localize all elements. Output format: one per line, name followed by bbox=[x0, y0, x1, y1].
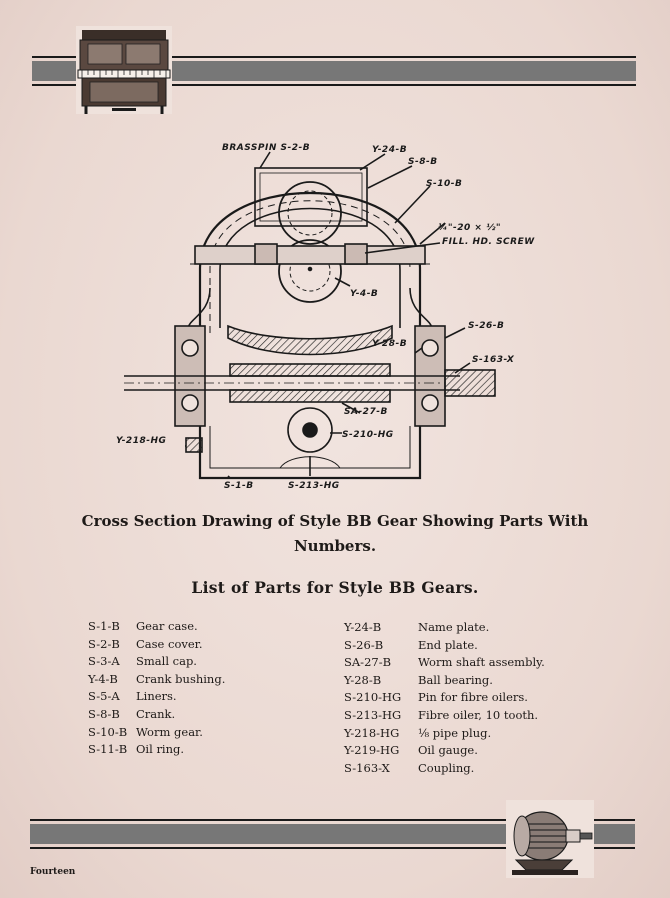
list-item: S-3-A Small cap. bbox=[88, 654, 225, 672]
part-name: Worm gear. bbox=[136, 724, 203, 739]
list-item: Y-218-HG ⅛ pipe plug. bbox=[344, 726, 545, 744]
part-number: S-5-A bbox=[88, 689, 120, 704]
list-item: S-213-HG Fibre oiler, 10 tooth. bbox=[344, 708, 545, 726]
part-number: Y-28-B bbox=[344, 672, 382, 687]
part-name: Oil gauge. bbox=[418, 743, 478, 758]
part-number: S-1-B bbox=[88, 619, 120, 633]
part-number: S-2-B bbox=[88, 636, 120, 651]
part-name: Pin for fibre oilers. bbox=[418, 690, 528, 705]
label-s10: S-10-B bbox=[426, 179, 462, 189]
part-number: S-26-B bbox=[344, 637, 384, 652]
label-screw-name: FILL. HD. SCREW bbox=[442, 237, 535, 247]
player-piano-illustration bbox=[76, 26, 172, 114]
label-y4: Y-4-B bbox=[350, 289, 378, 299]
part-number: S-163-X bbox=[344, 760, 390, 775]
list-item: S-2-B Case cover. bbox=[88, 637, 225, 655]
page-number: Fourteen bbox=[30, 867, 76, 877]
list-item: S-1-B Gear case. bbox=[88, 619, 225, 637]
label-s26: S-26-B bbox=[468, 321, 504, 331]
drawing-caption: Cross Section Drawing of Style BB Gear S… bbox=[60, 509, 610, 559]
part-name: Oil ring. bbox=[136, 742, 185, 757]
label-s213: S-213-HG bbox=[288, 481, 340, 491]
part-name: ⅛ pipe plug. bbox=[418, 725, 492, 740]
part-name: Gear case. bbox=[136, 619, 198, 633]
label-screw-size: ¼"-20 × ½" bbox=[438, 222, 501, 233]
part-number: S-10-B bbox=[88, 724, 128, 739]
part-number: SA-27-B bbox=[344, 655, 392, 670]
part-name: Fibre oiler, 10 tooth. bbox=[418, 707, 539, 722]
label-s163: S-163-X bbox=[472, 355, 515, 365]
parts-list-heading: List of Parts for Style BB Gears. bbox=[191, 578, 479, 597]
list-item: Y-219-HG Oil gauge. bbox=[344, 743, 545, 761]
part-number: S-213-HG bbox=[344, 707, 402, 722]
list-item: S-163-X Coupling. bbox=[344, 761, 545, 779]
parts-list-right-column: Y-24-B Name plate. S-26-B End plate. SA-27… bbox=[344, 620, 545, 778]
caption-line-1: Cross Section Drawing of Style BB Gear S… bbox=[81, 512, 589, 530]
part-name: End plate. bbox=[418, 637, 478, 652]
part-number: Y-4-B bbox=[88, 671, 118, 686]
caption-line-2: Numbers. bbox=[293, 537, 377, 555]
part-number: Y-24-B bbox=[344, 620, 382, 634]
part-name: Coupling. bbox=[418, 760, 475, 775]
part-name: Ball bearing. bbox=[418, 672, 493, 687]
part-number: S-3-A bbox=[88, 654, 120, 669]
list-item: S-11-B Oil ring. bbox=[88, 742, 225, 760]
part-number: S-8-B bbox=[88, 706, 120, 721]
part-name: Worm shaft assembly. bbox=[418, 655, 545, 670]
part-name: Case cover. bbox=[136, 636, 203, 651]
label-y24: Y-24-B bbox=[372, 145, 407, 155]
list-item: Y-28-B Ball bearing. bbox=[344, 673, 545, 691]
part-name: Small cap. bbox=[136, 654, 197, 669]
part-number: Y-219-HG bbox=[344, 743, 400, 758]
list-item: S-26-B End plate. bbox=[344, 638, 545, 656]
part-name: Crank bushing. bbox=[136, 671, 226, 686]
list-item: Y-24-B Name plate. bbox=[344, 620, 545, 638]
parts-list-left-column: S-1-B Gear case. S-2-B Case cover. S-3-A Sm… bbox=[88, 619, 225, 760]
part-name: Liners. bbox=[136, 689, 177, 704]
label-y218: Y-218-HG bbox=[116, 436, 166, 446]
list-item: S-210-HG Pin for fibre oilers. bbox=[344, 690, 545, 708]
part-name: Name plate. bbox=[418, 620, 490, 634]
part-number: S-210-HG bbox=[344, 690, 402, 705]
gear-cross-section-drawing: BRASSPIN S-2-B Y-24-B S-8-B S-10-B ¼"-20… bbox=[116, 143, 535, 491]
label-brass-pin: BRASSPIN S-2-B bbox=[222, 143, 310, 153]
label-y28: Y-28-B bbox=[372, 339, 407, 349]
list-item: S-5-A Liners. bbox=[88, 689, 225, 707]
part-number: S-11-B bbox=[88, 742, 128, 757]
label-s1: S-1-B bbox=[224, 481, 254, 491]
list-item: S-10-B Worm gear. bbox=[88, 725, 225, 743]
part-name: Crank. bbox=[136, 706, 176, 721]
part-number: Y-218-HG bbox=[344, 725, 400, 740]
list-item: S-8-B Crank. bbox=[88, 707, 225, 725]
electric-motor-illustration bbox=[506, 800, 594, 878]
label-s8: S-8-B bbox=[408, 157, 438, 167]
label-s210: S-210-HG bbox=[342, 430, 394, 440]
list-item: SA-27-B Worm shaft assembly. bbox=[344, 655, 545, 673]
list-item: Y-4-B Crank bushing. bbox=[88, 672, 225, 690]
label-sa27: SA-27-B bbox=[344, 407, 388, 417]
